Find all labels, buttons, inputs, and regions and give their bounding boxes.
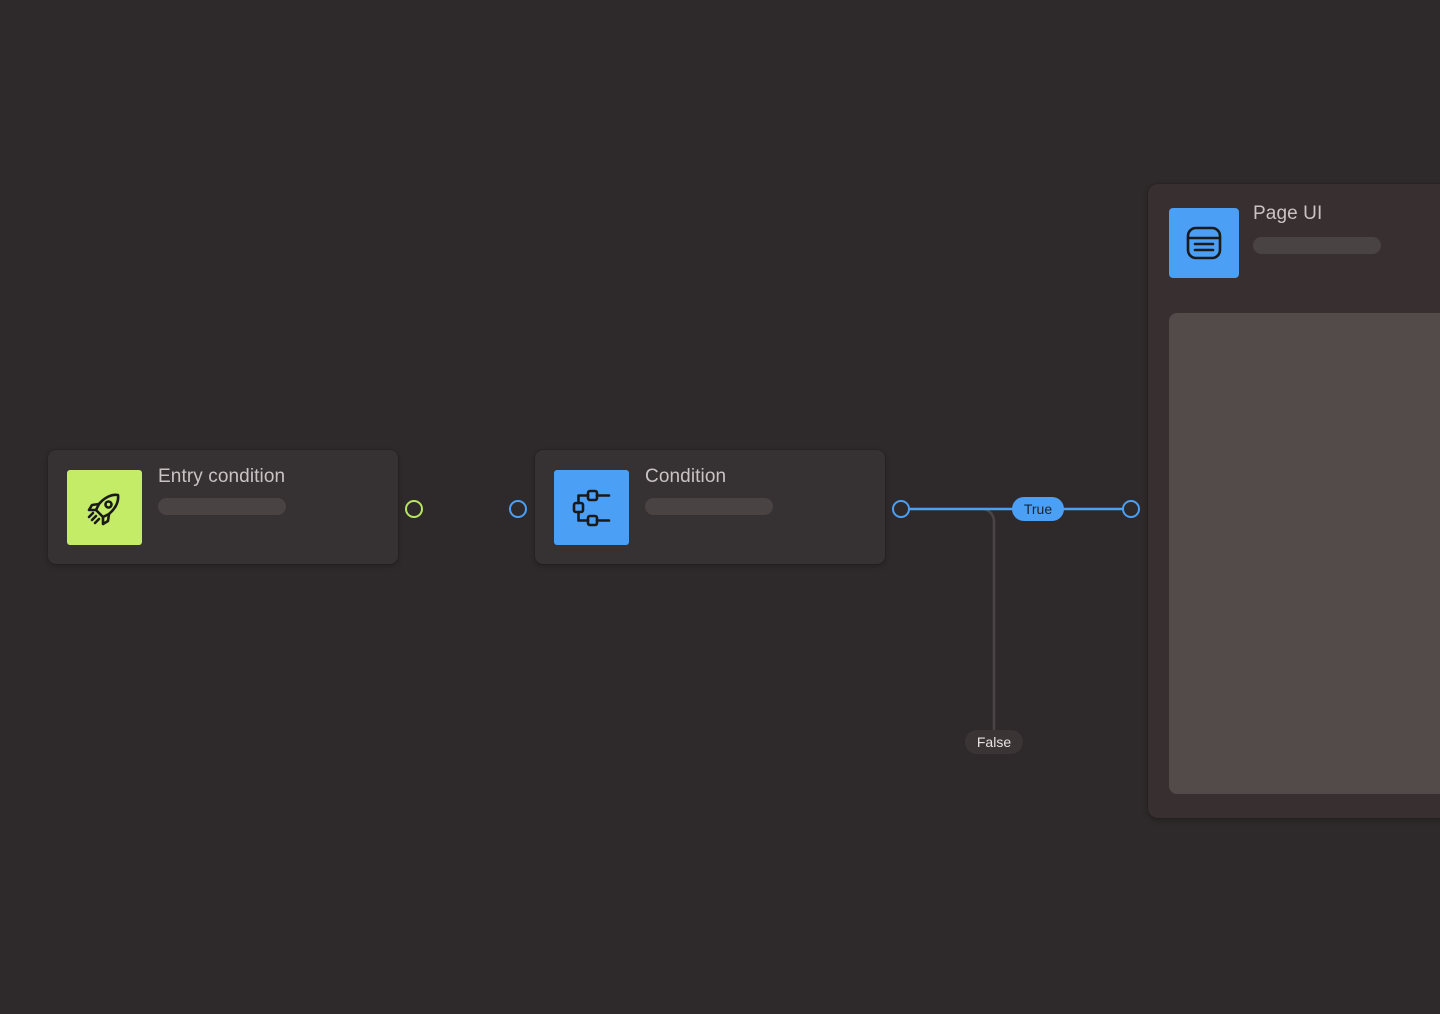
- condition-node-subtitle-placeholder: [645, 498, 773, 515]
- entry-node-title: Entry condition: [158, 466, 286, 487]
- page-input-port[interactable]: [1122, 500, 1140, 518]
- entry-node-icon-tile: [67, 470, 142, 545]
- page-ui-node[interactable]: Page UI: [1148, 184, 1440, 818]
- condition-node-icon-tile: [554, 470, 629, 545]
- page-node-icon-tile: [1169, 208, 1239, 278]
- entry-condition-node[interactable]: Entry condition: [48, 450, 398, 564]
- page-layout-icon: [1186, 226, 1222, 260]
- true-branch-label[interactable]: True: [1012, 497, 1064, 521]
- page-preview-panel[interactable]: [1169, 313, 1440, 794]
- condition-output-port[interactable]: [892, 500, 910, 518]
- condition-input-port[interactable]: [509, 500, 527, 518]
- entry-output-port[interactable]: [405, 500, 423, 518]
- edge-false-branch[interactable]: [983, 507, 996, 730]
- page-node-title: Page UI: [1253, 203, 1323, 224]
- rocket-icon: [87, 493, 119, 525]
- entry-node-subtitle-placeholder: [158, 498, 286, 515]
- condition-node[interactable]: Condition: [535, 450, 885, 564]
- branch-icon: [572, 489, 610, 526]
- false-branch-label[interactable]: False: [965, 730, 1023, 754]
- condition-node-title: Condition: [645, 466, 727, 487]
- page-node-subtitle-placeholder: [1253, 237, 1381, 254]
